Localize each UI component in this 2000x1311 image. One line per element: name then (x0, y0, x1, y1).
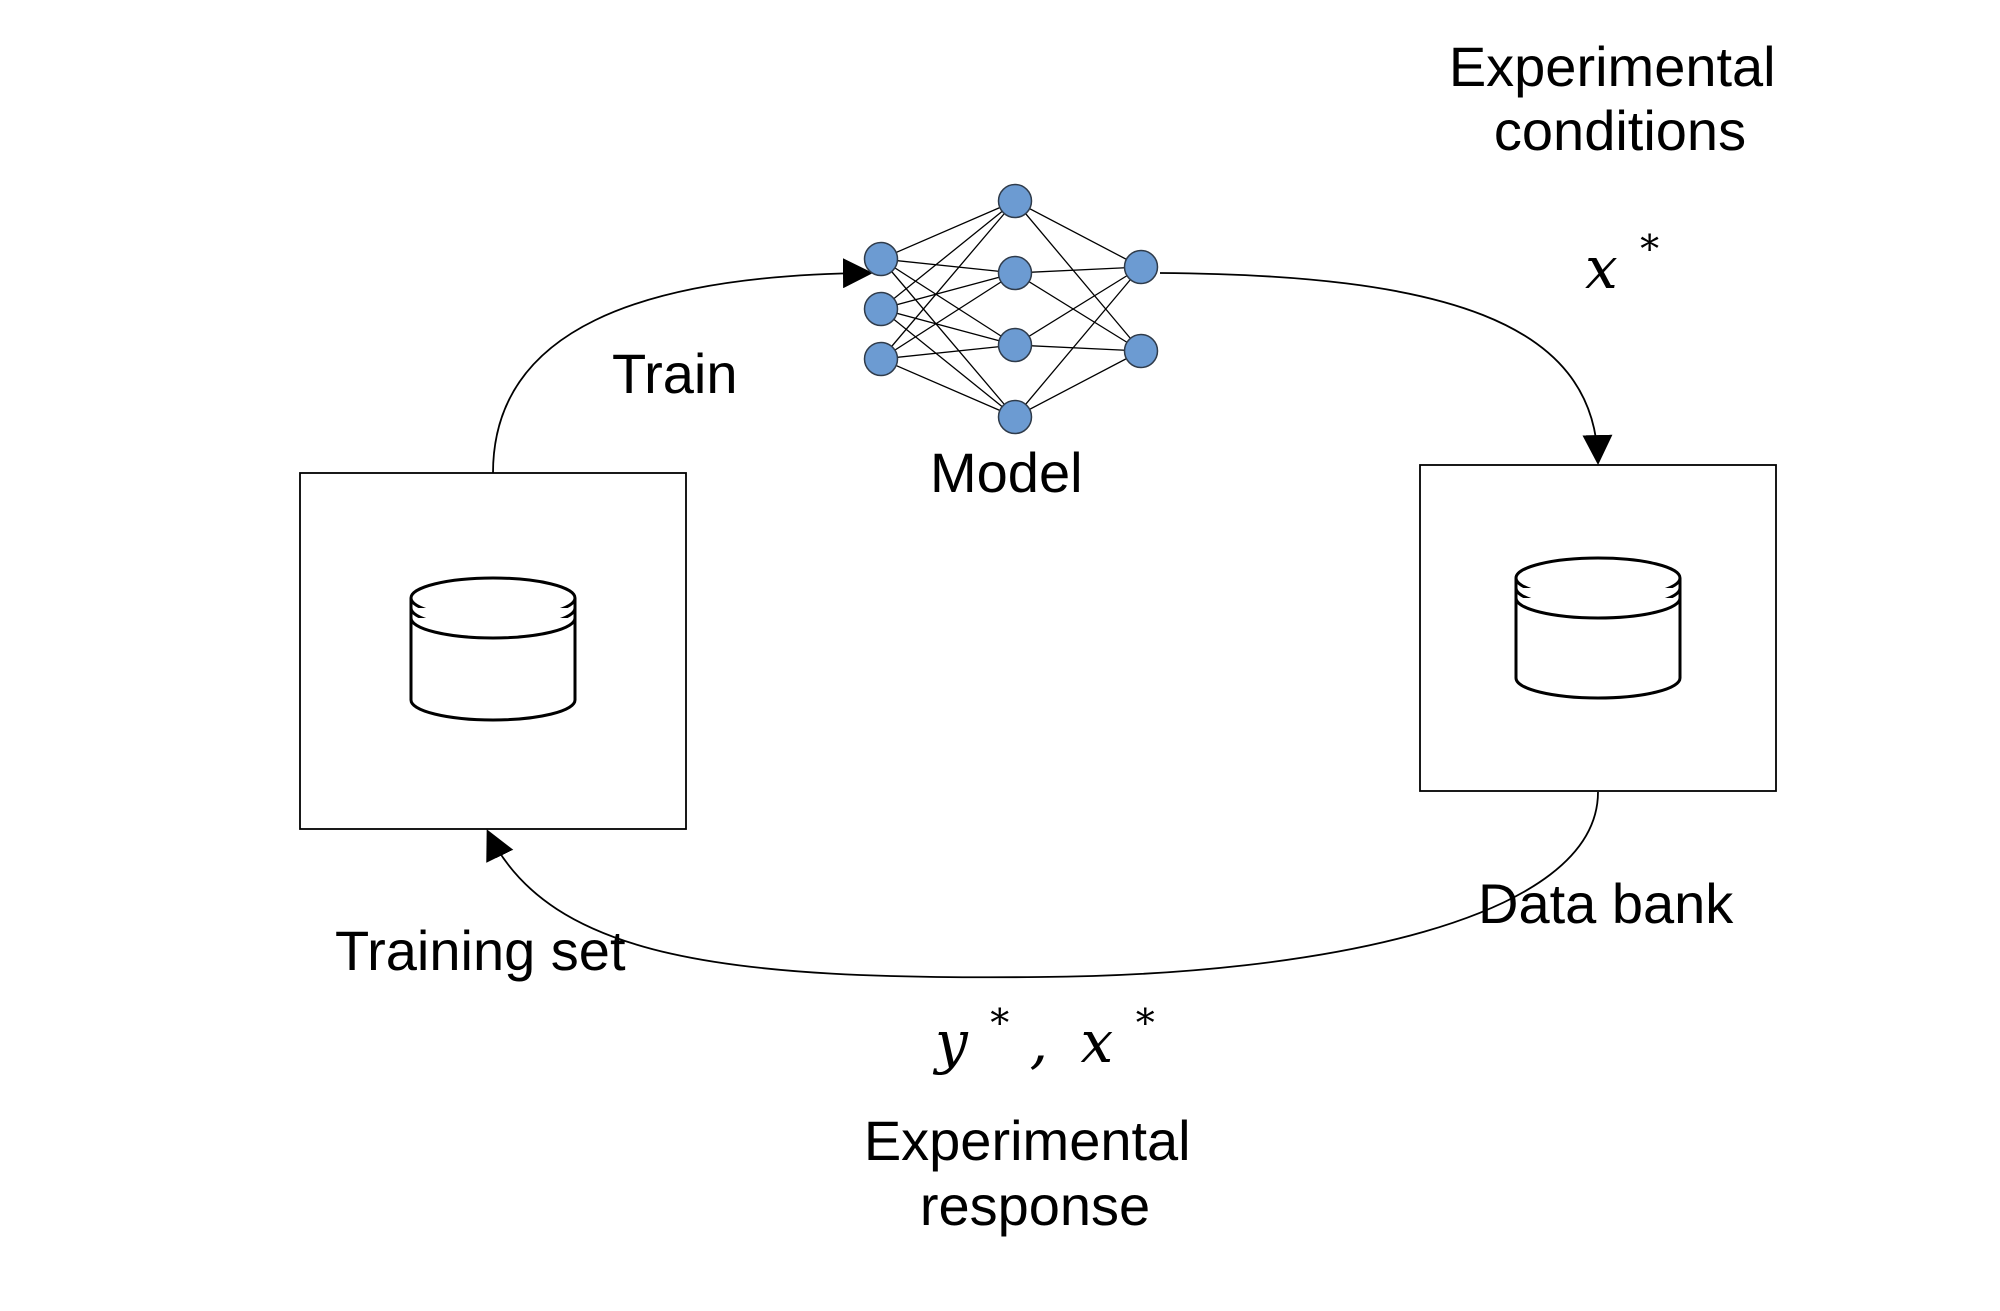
network-edge-l0-2-0 (880, 200, 1016, 360)
network-edge-l0-1-2 (880, 308, 1016, 346)
network-edge-l1-0-1 (1014, 200, 1142, 352)
network-node-l2-0 (1123, 249, 1159, 285)
model-label: Model (930, 441, 1083, 504)
network-edge-l0-1-1 (880, 272, 1016, 310)
x-star-conditions: x * (1585, 227, 1659, 302)
response-label-line2: response (920, 1174, 1150, 1237)
network-node-l0-2 (863, 341, 899, 377)
network-edge-l0-1-3 (880, 308, 1016, 418)
network-edge-l1-2-1 (1014, 344, 1142, 352)
network-edge-l0-0-2 (880, 258, 1016, 346)
network-node-l1-3 (997, 399, 1033, 435)
data-bank-database-icon (1514, 556, 1682, 700)
network-node-l1-0 (997, 183, 1033, 219)
network-edge-l1-1-1 (1014, 272, 1142, 352)
y-star-sup: * (990, 1001, 1009, 1045)
y-star-x-star-response: y * , x * (932, 982, 1155, 1076)
response-comma: , (1030, 1008, 1048, 1076)
network-edge-l1-3-1 (1014, 350, 1142, 418)
conditions-label: Experimental conditions (1449, 35, 1791, 162)
network-node-l1-2 (997, 327, 1033, 363)
data-bank-label: Data bank (1478, 872, 1734, 935)
network-edge-l1-3-0 (1014, 266, 1142, 418)
network-nodes (863, 183, 1159, 435)
x-star-conditions-sup: * (1640, 227, 1659, 271)
network-edge-l1-2-0 (1014, 266, 1142, 346)
conditions-label-line2: conditions (1494, 99, 1746, 162)
conditions-label-line1: Experimental (1449, 35, 1776, 98)
x-star-conditions-base: x (1585, 234, 1618, 302)
network-node-l2-1 (1123, 333, 1159, 369)
network-edge-l0-2-3 (880, 358, 1016, 418)
network-edge-l1-1-0 (1014, 266, 1142, 274)
training-set-label: Training set (335, 919, 626, 982)
network-edge-l0-2-1 (880, 272, 1016, 360)
x-star-response-base: x (1081, 1008, 1114, 1076)
network-edge-l0-0-0 (880, 200, 1016, 260)
training-set-database-icon (409, 576, 577, 722)
response-label-line1: Experimental (864, 1109, 1191, 1172)
neural-network-icon (863, 183, 1159, 435)
x-star-response-sup: * (1136, 1001, 1155, 1045)
network-node-l0-1 (863, 291, 899, 327)
train-label: Train (612, 342, 738, 405)
network-edge-l0-1-0 (880, 200, 1016, 310)
response-label: Experimental response (864, 1109, 1206, 1237)
y-star-base: y (932, 1008, 969, 1076)
network-edge-l0-0-1 (880, 258, 1016, 274)
network-edges (880, 200, 1142, 418)
network-node-l1-1 (997, 255, 1033, 291)
network-edge-l0-2-2 (880, 344, 1016, 360)
train-arrow (492, 258, 873, 474)
conditions-arrow (1159, 272, 1613, 465)
network-edge-l1-0-0 (1014, 200, 1142, 268)
network-node-l0-0 (863, 241, 899, 277)
response-arrow (486, 791, 1599, 979)
network-edge-l0-0-3 (880, 258, 1016, 418)
